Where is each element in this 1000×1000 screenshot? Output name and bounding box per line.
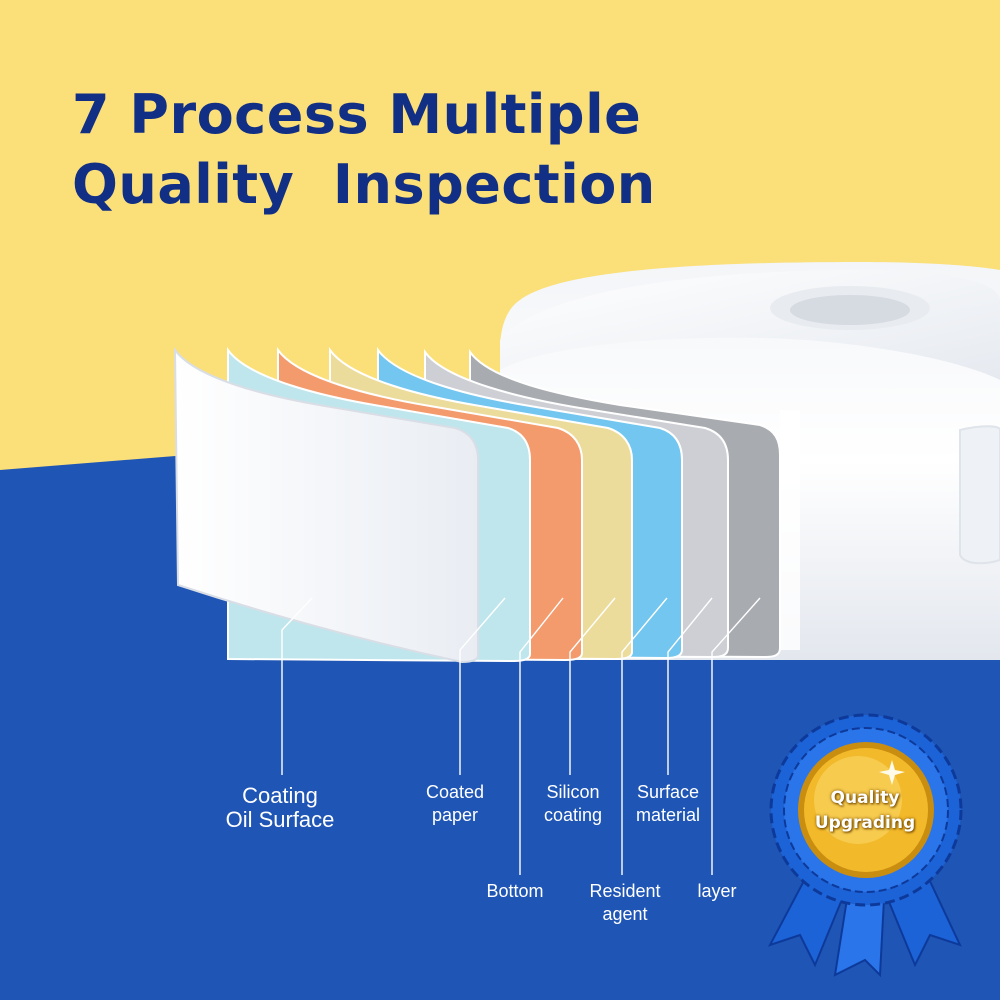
layer-white [173, 346, 479, 664]
label-silicon-coating: Silicon coating [543, 782, 603, 825]
callout-line-surface [667, 597, 713, 775]
headline-line-2: Quality Inspection [72, 153, 656, 216]
label-coating-oil-surface: Coating Oil Surface [225, 783, 335, 832]
headline-line-1: 7 Process Multiple [72, 83, 642, 146]
callout-line-bottom [519, 597, 564, 875]
callout-line-silicon [569, 597, 616, 775]
badge-text: Quality Upgrading [814, 788, 916, 833]
label-coated-paper: Coated paper [425, 782, 485, 825]
quality-badge [767, 713, 963, 978]
callout-line-resident [621, 597, 668, 875]
callout-lines [281, 597, 761, 875]
label-resident-agent: Resident agent [589, 881, 661, 924]
label-layer: layer [697, 881, 737, 901]
callout-line-layer [711, 597, 761, 875]
label-surface-material: Surface material [635, 782, 701, 825]
callout-line-coating [281, 597, 313, 775]
layer-stack [173, 346, 781, 664]
label-bottom: Bottom [486, 881, 544, 901]
callout-line-coated-paper [459, 597, 506, 775]
page-title: 7 Process Multiple Quality Inspection [72, 80, 656, 220]
